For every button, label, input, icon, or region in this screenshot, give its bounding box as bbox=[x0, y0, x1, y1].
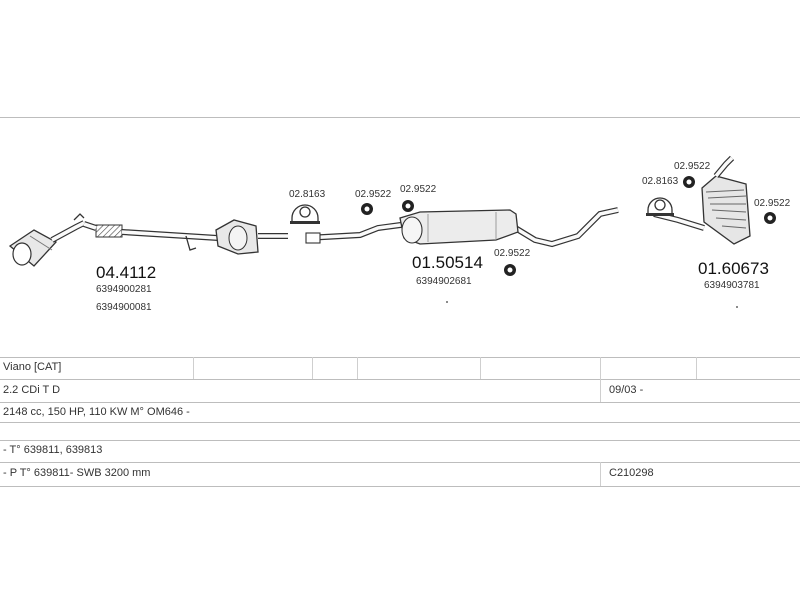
col-divider bbox=[600, 379, 601, 402]
part-ref-6394903781: 6394903781 bbox=[704, 280, 760, 291]
vehicle-types: - T° 639811, 639813 bbox=[3, 444, 103, 456]
hanger-02-9522-a[interactable] bbox=[361, 203, 373, 215]
front-pipe-catalyst-part[interactable] bbox=[8, 213, 288, 267]
table-rule-3 bbox=[0, 402, 800, 403]
part-code-01-50514: 01.50514 bbox=[412, 253, 483, 272]
label-hanger-mid-c: 02.9522 bbox=[494, 248, 531, 259]
hanger-02-9522-right-a[interactable] bbox=[683, 176, 695, 188]
part-ref-6394902681: 6394902681 bbox=[416, 276, 472, 287]
part-code-04-4112: 04.4112 bbox=[96, 263, 156, 282]
label-hanger-right-a: 02.9522 bbox=[674, 161, 711, 172]
engine-spec: 2148 cc, 150 HP, 110 KW M° OM646 - bbox=[3, 406, 190, 418]
vehicle-model: Viano [CAT] bbox=[3, 361, 62, 373]
col-divider bbox=[480, 357, 481, 379]
top-rule bbox=[0, 117, 800, 118]
hanger-02-9522-right-b[interactable] bbox=[764, 212, 776, 224]
label-hanger-mid-a: 02.9522 bbox=[355, 189, 392, 200]
col-divider bbox=[357, 357, 358, 379]
part-ref-6394900081: 6394900081 bbox=[96, 302, 152, 313]
table-rule-2 bbox=[0, 379, 800, 380]
part-ref-6394900281: 6394900281 bbox=[96, 284, 152, 295]
table-rule-5 bbox=[0, 440, 800, 441]
production-date: 09/03 - bbox=[609, 384, 644, 396]
hanger-02-9522-c[interactable] bbox=[504, 264, 516, 276]
exhaust-system-diagram: 02.8163 02.9522 02.9522 02.9522 02.8163 … bbox=[8, 155, 791, 313]
engine-label: 2.2 CDi T D bbox=[3, 384, 61, 396]
col-divider bbox=[312, 357, 313, 379]
table-rule-6 bbox=[0, 462, 800, 463]
col-divider bbox=[696, 357, 697, 379]
middle-silencer-part[interactable] bbox=[305, 207, 619, 248]
col-divider bbox=[193, 357, 194, 379]
label-clamp-right: 02.8163 bbox=[642, 176, 679, 187]
ref-dot-right bbox=[736, 306, 738, 308]
vehicle-variant: - P T° 639811- SWB 3200 mm bbox=[3, 467, 151, 479]
ref-dot-mid bbox=[446, 301, 448, 303]
col-divider bbox=[600, 357, 601, 379]
catalog-code: C210298 bbox=[609, 467, 654, 479]
table-rule-7 bbox=[0, 486, 800, 487]
clamp-02-8163-right[interactable] bbox=[646, 197, 674, 216]
part-code-01-60673: 01.60673 bbox=[698, 259, 769, 278]
hanger-02-9522-b[interactable] bbox=[402, 200, 414, 212]
clamp-02-8163-left[interactable] bbox=[290, 204, 320, 224]
label-clamp-left: 02.8163 bbox=[289, 189, 326, 200]
table-rule-1 bbox=[0, 357, 800, 358]
col-divider bbox=[600, 462, 601, 486]
label-hanger-right-b: 02.9522 bbox=[754, 198, 791, 209]
label-hanger-mid-b: 02.9522 bbox=[400, 184, 437, 195]
table-rule-4 bbox=[0, 422, 800, 423]
